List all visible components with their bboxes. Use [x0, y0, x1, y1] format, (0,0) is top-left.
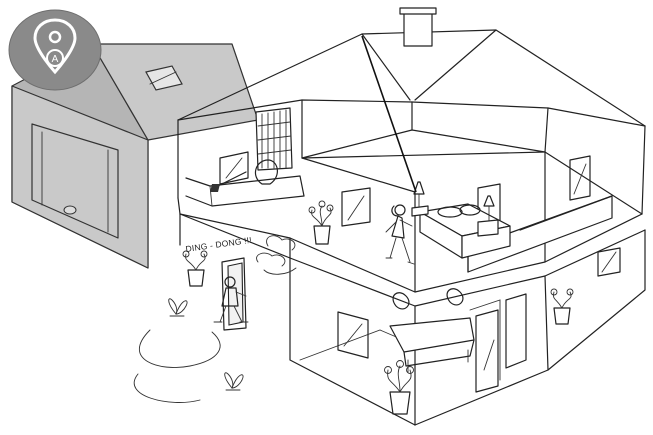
garage-door — [31, 123, 119, 239]
doorbell-text: DING - DONG !!! — [185, 235, 252, 254]
attic-shelf — [185, 159, 305, 207]
sound-wave-cloud — [256, 235, 297, 275]
badge-letter: A — [52, 54, 59, 65]
garden-sprout-2 — [224, 372, 244, 391]
location-pin-icon: A — [33, 18, 77, 75]
camera-beam — [361, 35, 417, 193]
plant-ground-floor — [384, 360, 414, 415]
house — [177, 7, 646, 426]
door-ground-side — [505, 293, 527, 369]
door-ground-inner — [475, 309, 499, 393]
garden-sprout-1 — [168, 298, 188, 317]
bedside-lamp-right — [477, 195, 499, 237]
bedside-lamp-left — [411, 181, 429, 217]
garden-path — [139, 329, 221, 368]
resident-figure — [385, 204, 415, 265]
window-ground-left — [337, 311, 369, 359]
plant-upper-floor — [308, 200, 334, 245]
visitor-figure — [213, 276, 249, 323]
window-attic — [219, 151, 249, 185]
window-bedroom-left — [341, 187, 371, 227]
chimney — [399, 7, 437, 47]
window-ground-right — [597, 247, 621, 277]
coffee-table — [389, 288, 475, 373]
window-balcony — [569, 155, 591, 201]
garage — [11, 43, 259, 269]
front-door — [221, 257, 247, 331]
bookshelf — [255, 107, 293, 171]
plant-balcony — [550, 288, 574, 325]
plant-entrance — [182, 250, 208, 287]
garage-door-handle — [63, 205, 77, 215]
app-badge: A — [8, 9, 102, 91]
